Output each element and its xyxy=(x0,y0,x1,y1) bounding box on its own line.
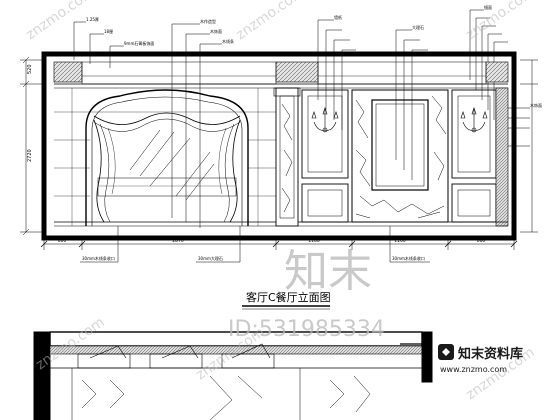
dim-label: 600 xyxy=(477,238,486,244)
watermark-diagonal: znzmo.com xyxy=(233,0,308,43)
watermark-brand-large: 知末 xyxy=(284,246,372,297)
annotation-label: 30mm木线条收口 xyxy=(82,255,115,261)
annotation-label: 木饰面 xyxy=(530,102,542,108)
brand-site-name: 知末资料库 xyxy=(458,346,523,362)
dim-label: 520 xyxy=(27,64,33,74)
annotation-label: 大理石 xyxy=(412,24,424,30)
brand-tag: 知末资料库 www.znzmo.com xyxy=(438,344,523,374)
annotation-label: 1.25厚 xyxy=(86,17,99,22)
watermark-id: ID:531985334 xyxy=(228,317,385,342)
left-dim-labels: 520 2720 xyxy=(27,64,33,162)
annotation-label: 9mm石膏板饰面 xyxy=(124,40,154,46)
annotation-label: 木线条 xyxy=(222,38,234,44)
left-dimensions xyxy=(20,56,44,236)
watermarks: znzmo.com znzmo.com znzmo.com znzmo.com … xyxy=(23,0,538,403)
right-wall-section xyxy=(298,87,509,227)
dim-label: 1100 xyxy=(308,238,320,244)
bottom-annotation-labels: 30mm木线条收口 30mm大理石 30mm木线条收口 xyxy=(82,255,425,261)
annotation-label: 木饰面 xyxy=(210,28,222,34)
drawing-title: 客厅C餐厅立面图 xyxy=(246,290,331,304)
dim-label: 600 xyxy=(58,238,67,244)
annotation-label: 墙纸 xyxy=(334,14,342,20)
top-annotations xyxy=(73,9,530,228)
elevation-frame xyxy=(41,51,517,241)
annotation-label: 木作造型 xyxy=(200,18,216,24)
bottom-dimensions xyxy=(40,240,518,250)
right-dimensions xyxy=(520,59,538,233)
annotation-label: 30mm木线条收口 xyxy=(392,255,425,261)
drawing-title-block: 客厅C餐厅立面图 xyxy=(242,290,331,310)
marble-pillar xyxy=(273,87,301,227)
watermark-diagonal: znzmo.com xyxy=(463,0,538,43)
marble-veining xyxy=(355,95,447,219)
annotation-label: 18厘 xyxy=(104,29,113,34)
bottom-dim-labels: 600 2870 1100 1100 600 xyxy=(58,238,486,244)
dim-label: 1100 xyxy=(394,238,406,244)
bottom-annotations xyxy=(80,226,430,263)
wall-sconce-left xyxy=(311,107,339,133)
top-annotation-labels: 1.25厚 18厘 9mm石膏板饰面 木作造型 木饰面 木线条 墙纸 大理石 镜… xyxy=(86,4,542,108)
dim-label: 2870 xyxy=(172,238,184,244)
brand-url: www.znzmo.com xyxy=(440,365,507,374)
annotation-label: 镜面 xyxy=(484,4,492,10)
dim-label: 2720 xyxy=(27,149,33,162)
lower-detail-drawing xyxy=(33,331,433,420)
wall-sconce-right xyxy=(460,107,488,133)
annotation-label: 30mm大理石 xyxy=(198,255,223,261)
arched-mirror-panel xyxy=(54,88,276,227)
